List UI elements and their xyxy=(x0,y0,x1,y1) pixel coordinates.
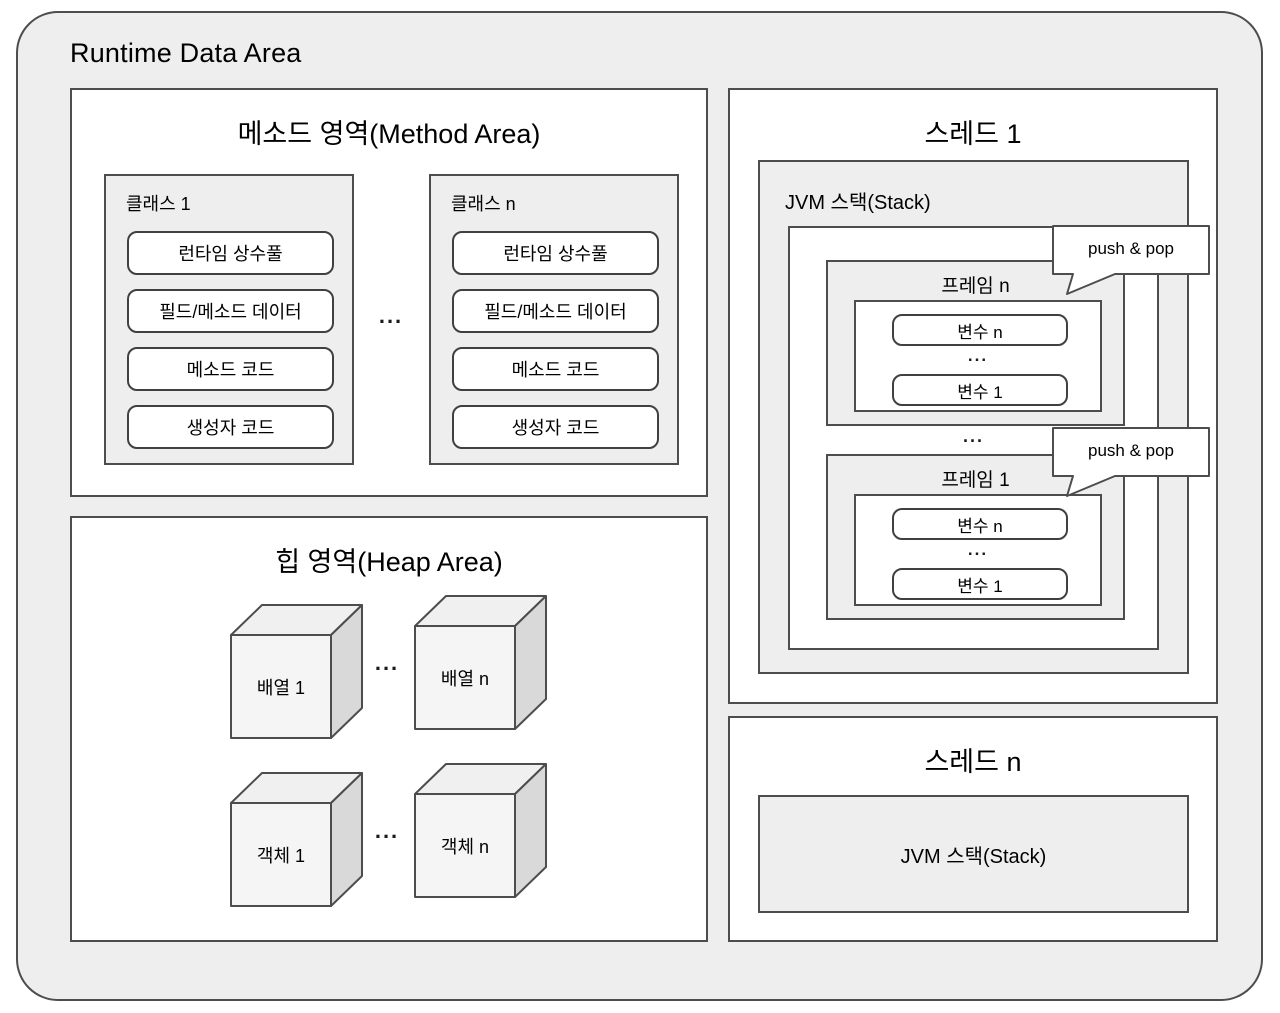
class-1-label: 클래스 1 xyxy=(126,194,191,214)
cube-object-n-label: 객체 n xyxy=(440,836,490,857)
frame-n-box: 프레임 n 변수 n ... 변수 1 xyxy=(826,260,1125,426)
push-pop-callout-bottom: push & pop xyxy=(1052,427,1212,501)
frame-n-interior: 변수 n ... 변수 1 xyxy=(854,300,1102,412)
cube-3d-icon xyxy=(414,763,547,898)
frame-n-variable-1: 변수 1 xyxy=(892,374,1068,406)
cube-array-n-label: 배열 n xyxy=(440,668,490,689)
push-pop-label-top: push & pop xyxy=(1087,239,1174,258)
thread-n-panel: 스레드 n JVM 스택(Stack) xyxy=(728,716,1218,942)
classes-ellipsis: ... xyxy=(378,303,404,328)
frame-1-variable-1: 변수 1 xyxy=(892,568,1068,600)
arrays-ellipsis: ... xyxy=(374,650,400,675)
cube-array-1-label: 배열 1 xyxy=(256,677,306,698)
class-n-runtime-constant-pool: 런타임 상수풀 xyxy=(452,231,659,275)
cube-3d-icon xyxy=(230,604,363,739)
class-1-method-code: 메소드 코드 xyxy=(127,347,334,391)
cube-3d-icon xyxy=(414,595,547,730)
method-area-title: 메소드 영역(Method Area) xyxy=(237,119,541,149)
cube-object-n: 객체 n xyxy=(414,762,548,899)
push-pop-label-bottom: push & pop xyxy=(1087,441,1174,460)
class-n-method-code: 메소드 코드 xyxy=(452,347,659,391)
push-pop-callout-top: push & pop xyxy=(1052,225,1212,299)
runtime-data-area-title: Runtime Data Area xyxy=(70,38,302,68)
frame-1-variable-n: 변수 n xyxy=(892,508,1068,540)
frame-n-variable-n: 변수 n xyxy=(892,314,1068,346)
frame-1-label: 프레임 1 xyxy=(941,470,1010,491)
speech-bubble-icon xyxy=(1052,427,1210,497)
frame-n-vars-ellipsis: ... xyxy=(967,346,989,365)
class-n-constructor-code: 생성자 코드 xyxy=(452,405,659,449)
frame-n-label: 프레임 n xyxy=(941,276,1010,297)
cube-object-1: 객체 1 xyxy=(230,771,364,908)
thread-1-jvm-stack-label: JVM 스택(Stack) xyxy=(785,192,931,214)
frame-1-interior: 변수 n ... 변수 1 xyxy=(854,494,1102,606)
thread-1-title: 스레드 1 xyxy=(924,119,1022,149)
heap-area-panel: 힙 영역(Heap Area) 배열 1 ... 배열 n xyxy=(70,516,708,942)
heap-area-title: 힙 영역(Heap Area) xyxy=(275,547,503,577)
class-1-constructor-code: 생성자 코드 xyxy=(127,405,334,449)
class-n-box: 클래스 n 런타임 상수풀 필드/메소드 데이터 메소드 코드 생성자 코드 xyxy=(429,174,679,465)
thread-n-title: 스레드 n xyxy=(924,747,1022,777)
cube-object-1-label: 객체 1 xyxy=(256,845,306,866)
class-n-label: 클래스 n xyxy=(451,194,516,214)
class-1-runtime-constant-pool: 런타임 상수풀 xyxy=(127,231,334,275)
speech-bubble-icon xyxy=(1052,225,1210,295)
objects-ellipsis: ... xyxy=(374,818,400,843)
thread-n-jvm-stack-box: JVM 스택(Stack) xyxy=(758,795,1189,913)
cube-array-1: 배열 1 xyxy=(230,603,364,740)
thread-1-panel: 스레드 1 JVM 스택(Stack) 프레임 n 변수 n ... 변수 1 … xyxy=(728,88,1218,704)
frame-1-vars-ellipsis: ... xyxy=(967,540,989,559)
class-n-field-method-data: 필드/메소드 데이터 xyxy=(452,289,659,333)
class-1-box: 클래스 1 런타임 상수풀 필드/메소드 데이터 메소드 코드 생성자 코드 xyxy=(104,174,354,465)
cube-array-n: 배열 n xyxy=(414,594,548,731)
frames-ellipsis: ... xyxy=(962,426,984,446)
cube-3d-icon xyxy=(230,772,363,907)
method-area-panel: 메소드 영역(Method Area) 클래스 1 런타임 상수풀 필드/메소드… xyxy=(70,88,708,497)
class-1-field-method-data: 필드/메소드 데이터 xyxy=(127,289,334,333)
